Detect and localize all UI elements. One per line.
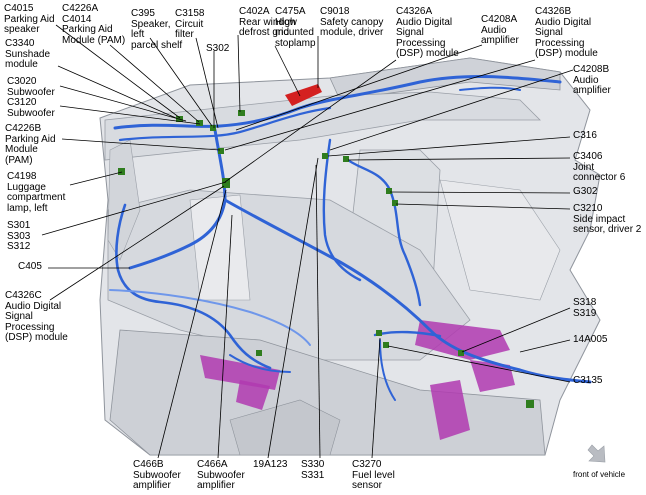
label-c4326a: C4326A Audio Digital Signal Processing (… <box>396 6 459 59</box>
label-s318: S318 S319 <box>573 297 597 319</box>
label-c4208a: C4208A Audio amplifier <box>481 14 519 46</box>
stoplamp-shape <box>285 84 322 106</box>
label-c4226a: C4226A C4014 Parking Aid Module (PAM) <box>62 3 126 46</box>
label-c3120: C3120 Subwoofer <box>7 97 55 119</box>
label-14a005: 14A005 <box>573 334 608 345</box>
front-arrow-icon <box>587 444 606 463</box>
label-c4198: C4198 Luggage compartment lamp, left <box>7 171 66 214</box>
label-c402a: C402A Rear window defrost grid <box>239 6 297 38</box>
label-c466a: C466A Subwoofer amplifier <box>197 459 245 491</box>
label-c3406: C3406 Joint connector 6 <box>573 151 626 183</box>
label-c3135: C3135 <box>573 375 603 386</box>
label-c4015: C4015 Parking Aid speaker <box>4 3 55 35</box>
label-c3158: C3158 Circuit filter <box>175 8 205 40</box>
label-s330: S330 S331 <box>301 459 325 481</box>
label-c4208b: C4208B Audio amplifier <box>573 64 611 96</box>
label-c3270: C3270 Fuel level sensor <box>352 459 395 491</box>
label-c395: C395 Speaker, left parcel shelf <box>131 8 183 51</box>
label-c3210: C3210 Side impact sensor, driver 2 <box>573 203 642 235</box>
label-s301: S301 S303 S312 <box>7 220 31 252</box>
label-g302: G302 <box>573 186 598 197</box>
label-c405: C405 <box>18 261 42 272</box>
label-c4326c: C4326C Audio Digital Signal Processing (… <box>5 290 68 343</box>
label-c3340: C3340 Sunshade module <box>5 38 51 70</box>
label-c316: C316 <box>573 130 597 141</box>
label-c9018: C9018 Safety canopy module, driver <box>320 6 384 38</box>
label-c475a: C475A High mounted stoplamp <box>275 6 316 49</box>
label-c4326b: C4326B Audio Digital Signal Processing (… <box>535 6 598 59</box>
label-19a123: 19A123 <box>253 459 288 470</box>
label-front-of-vehicle: front of vehicle <box>573 470 626 479</box>
trim-brackets <box>200 320 515 440</box>
leader-lines <box>41 24 574 459</box>
label-c4226b: C4226B Parking Aid Module (PAM) <box>5 123 56 166</box>
label-c466b: C466B Subwoofer amplifier <box>133 459 181 491</box>
label-s302: S302 <box>206 43 230 54</box>
label-c3020: C3020 Subwoofer <box>7 76 55 98</box>
